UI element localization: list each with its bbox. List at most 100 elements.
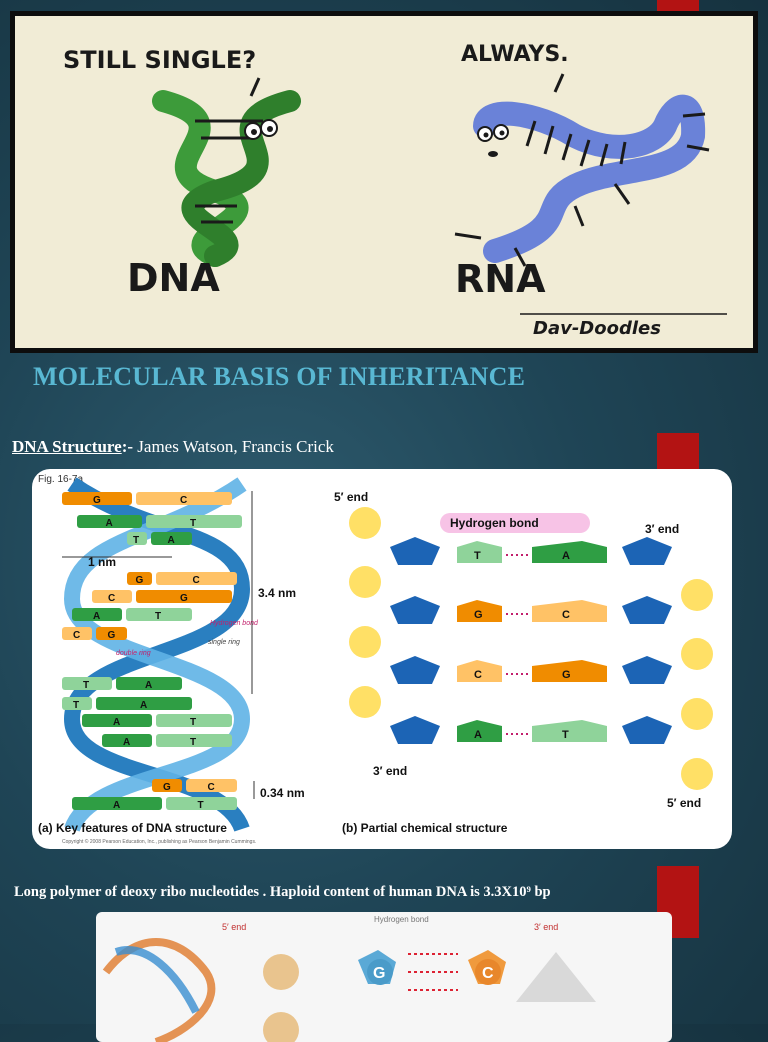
phosphate-top [263,954,299,990]
base-right-letter: T [190,518,196,529]
base-right [146,515,242,528]
chem-base-right-letter: T [562,729,569,741]
helix-ribbons [63,477,251,833]
base-right [151,532,192,545]
base-left [72,608,122,621]
sugar-left [390,596,440,624]
base-left-letter: A [113,717,120,728]
base-left [62,697,92,710]
sugar-right [622,537,672,565]
base-left-letter: T [83,680,89,691]
base-g-letter: G [373,965,385,982]
base-left [152,779,182,792]
rna-speech: ALWAYS. [461,42,569,67]
base-left [127,572,152,585]
h-bond-note: Hydrogen bond [210,620,259,627]
base-right [156,734,232,747]
base-left-letter: T [133,535,139,546]
rna-label: RNA [455,257,546,301]
three-end-bottom: 3′ end [373,764,407,778]
chem-base-right-letter: G [562,669,571,681]
chem-base-right [532,720,607,742]
base-right [186,779,237,792]
chem-base-left [457,660,502,682]
base-right-letter: T [198,800,204,811]
chem-base-left [457,600,502,622]
three-end-top: 3′ end [645,522,679,536]
base-left [82,714,152,727]
arrow-shape [516,952,596,1002]
phosphate-right [681,758,713,790]
sugar-right [622,596,672,624]
sugar-right [622,656,672,684]
base-right [116,677,182,690]
phosphate-left [349,507,381,539]
base-left [72,797,162,810]
turn-label: 3.4 nm [258,586,296,600]
base-right [136,590,232,603]
base-left-letter: A [113,800,120,811]
phosphate-left [349,626,381,658]
base-right-letter: G [180,593,188,604]
caption-b: (b) Partial chemical structure [342,821,508,835]
chem-base-left [457,720,502,742]
base-left-letter: T [73,700,79,711]
fig-id: Fig. 16-7a [38,474,83,485]
base-right-letter: T [190,737,196,748]
dna-helix-drawing [152,90,301,267]
base-right [126,608,192,621]
long-polymer-text: Long polymer of deoxy ribo nucleotides .… [14,884,551,900]
base-c-bubble [475,959,501,985]
base-right-letter: A [168,535,175,546]
phosphate-right [681,638,713,670]
chem-base-right [532,600,607,622]
base-left [127,532,147,545]
single-ring-note: single ring [208,639,240,646]
dna-pointer [249,77,261,97]
chem-base-right-letter: A [562,550,570,562]
five-end-top: 5′ end [334,490,368,504]
base-right [136,492,232,505]
base-right [156,714,232,727]
red-tab-middle [657,433,699,469]
base-left-letter: G [93,495,101,506]
chem-base-left-letter: T [474,550,481,562]
chem-base-right [532,541,607,563]
chem-base-right [532,660,607,682]
sugar-right [622,716,672,744]
rise-label: 0.34 nm [260,786,305,800]
base-left [62,627,92,640]
sugar-left [390,537,440,565]
base-left-letter: A [93,611,100,622]
base-right-letter: A [145,680,152,691]
base-g-bubble [367,959,393,985]
rna-pointer [553,73,565,93]
base-right-letter: T [190,717,196,728]
dna-speech: STILL SINGLE? [63,46,256,74]
phosphate-right [681,698,713,730]
bottom-five-end: 5′ end [222,922,246,932]
dna-label: DNA [127,256,220,300]
base-left-letter: C [73,630,80,641]
base-c-letter: C [482,965,494,982]
base-right-letter: C [208,782,215,793]
nucleotide-pairing-figure: 5′ end 3′ end Hydrogen bond G C [96,912,672,1042]
bottom-three-end: 3′ end [534,922,558,932]
dna-rna-cartoon: STILL SINGLE? ALWAYS. DNA [10,11,758,353]
base-right [96,697,192,710]
sugar-left [390,716,440,744]
chem-base-left-letter: A [474,729,482,741]
phosphate-left [349,566,381,598]
copyright: Copyright © 2008 Pearson Education, Inc.… [62,838,256,845]
chem-base-left-letter: G [474,609,483,621]
